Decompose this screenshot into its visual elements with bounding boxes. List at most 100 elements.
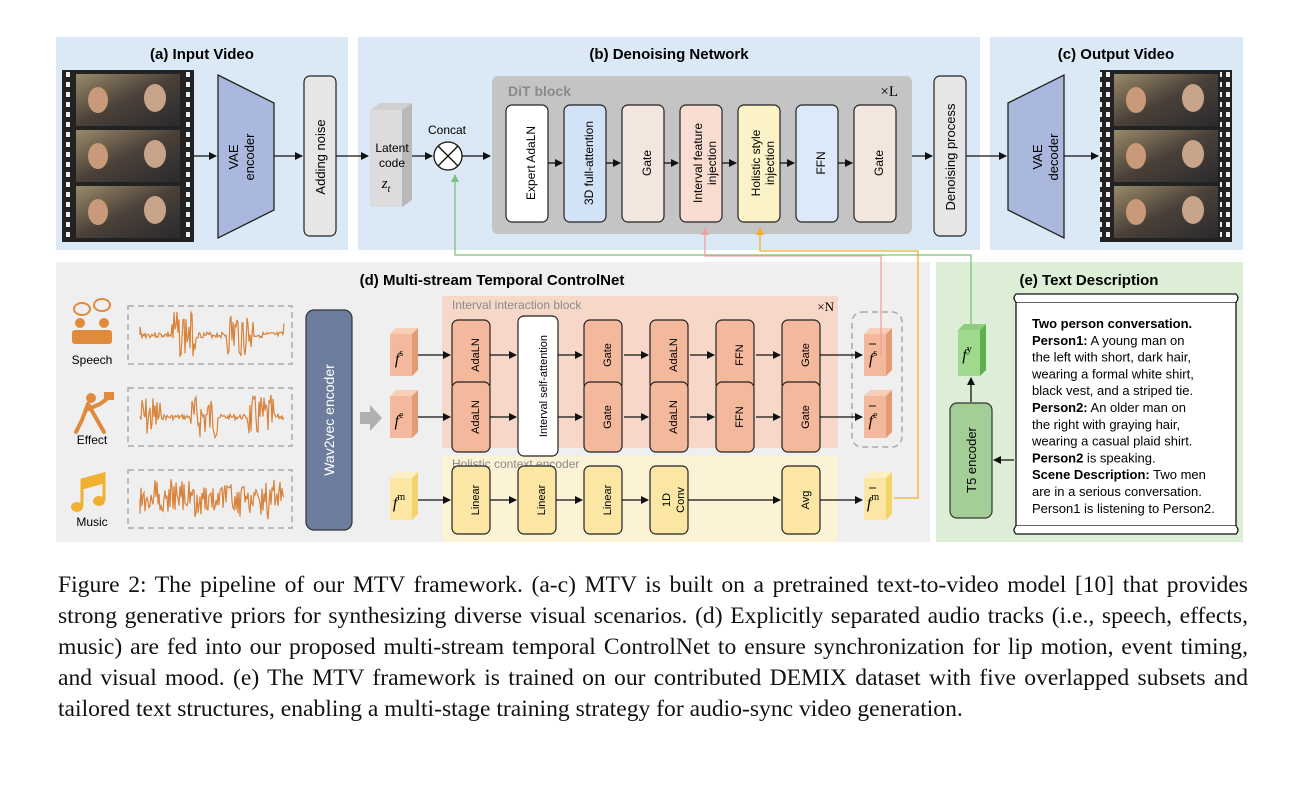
wav2vec-encoder-label: Wav2vec encoder xyxy=(321,364,337,476)
figure-caption: Figure 2: The pipeline of our MTV framew… xyxy=(58,570,1248,725)
description-line: Person2: An older man on xyxy=(1032,400,1186,415)
music-label: Music xyxy=(76,515,107,529)
denoising-process-label: Denoising process xyxy=(943,103,958,210)
effect-waveform xyxy=(139,394,285,440)
interval-interaction-block xyxy=(442,296,838,448)
feature-symbol: f xyxy=(869,351,876,368)
feature-symbol: f xyxy=(395,413,402,430)
speech-output-fs-hat: fs xyxy=(864,328,892,376)
description-line: Person2 is speaking. xyxy=(1032,450,1156,465)
feature-symbol: f xyxy=(962,347,969,364)
text-description-title: (e) Text Description xyxy=(1020,272,1159,289)
feature-superscript: e xyxy=(399,410,404,421)
gate-block-label: Gate xyxy=(800,343,812,367)
interval-feature-injection-block-label: Interval featureinjection xyxy=(691,123,719,203)
description-line: the left with short, dark hair, xyxy=(1032,350,1191,365)
feature-symbol: f xyxy=(395,351,402,368)
holistic-style-injection-block-label: Holistic styleinjection xyxy=(749,129,777,196)
vae-decoder xyxy=(1007,73,1065,240)
music-waveform-box xyxy=(127,469,293,529)
interval-feature-line xyxy=(701,227,882,356)
gate-block-label: Gate xyxy=(800,405,812,429)
ffn-block-label: FFN xyxy=(734,406,746,427)
svg-text:fy: fy xyxy=(962,344,971,364)
ffn-block-label: FFN xyxy=(814,151,828,174)
vae-decoder-label: VAE xyxy=(1030,144,1045,169)
adaln-label: AdaLN xyxy=(470,400,482,434)
adaln-block-label: AdaLN xyxy=(668,338,680,372)
dit-repeat-label: ×L xyxy=(880,84,898,100)
interval-block-title: Interval interaction block xyxy=(452,298,582,312)
effect-feature-fe: fe xyxy=(390,390,418,438)
caption-text: Figure 2: The pipeline of our MTV framew… xyxy=(58,572,1248,722)
output-film-strip xyxy=(1100,70,1232,242)
latent-code-label: code xyxy=(379,156,405,170)
holistic-style-line xyxy=(756,227,919,499)
encoder-output-arrow xyxy=(360,405,382,431)
wav2vec-encoder xyxy=(305,309,353,531)
effect-label: Effect xyxy=(77,433,108,447)
feature-symbol: f xyxy=(393,495,400,512)
vae-encoder-label: encoder xyxy=(242,133,257,181)
concat-icon xyxy=(433,141,463,171)
denoising-network-title: (b) Denoising Network xyxy=(589,46,749,63)
latent-symbol: z xyxy=(381,176,388,192)
svg-text:fe: fe xyxy=(869,410,878,430)
speech-feature-fs: fs xyxy=(390,328,418,376)
adaln-label: AdaLN xyxy=(470,338,482,372)
input-film-strip xyxy=(62,70,194,242)
dit-block-title: DiT block xyxy=(508,83,571,99)
speech-label: Speech xyxy=(72,353,113,367)
description-line: wearing a formal white shirt, xyxy=(1031,366,1194,381)
ffn-block-label: FFN xyxy=(734,344,746,365)
effect-waveform-box xyxy=(127,387,293,447)
svg-text:VAEdecoder: VAEdecoder xyxy=(1030,133,1061,181)
expert-adaln-block-label: Expert AdaLN xyxy=(524,126,538,200)
description-line: black vest, and a striped tie. xyxy=(1032,383,1193,398)
gate-block-label: Gate xyxy=(602,405,614,429)
linear-block-label: Linear xyxy=(536,484,548,515)
concat-label: Concat xyxy=(428,123,467,137)
adaln-block-label: AdaLN xyxy=(668,400,680,434)
feature-superscript: m xyxy=(397,492,405,503)
feature-superscript: m xyxy=(871,492,879,503)
pipeline-diagram: (a) Input Video (b) Denoising Network (c… xyxy=(56,37,1243,542)
controlnet-title: (d) Multi-stream Temporal ControlNet xyxy=(360,272,625,289)
interval-repeat-label: ×N xyxy=(817,299,834,314)
music-feature-fm: fm xyxy=(390,472,418,520)
text-condition-line xyxy=(451,174,972,324)
feature-superscript: s xyxy=(399,348,403,359)
interval-self-attention-block xyxy=(517,315,559,457)
speech-waveform xyxy=(139,309,285,358)
description-line: Person1: A young man on xyxy=(1032,333,1185,348)
svg-text:VAEencoder: VAEencoder xyxy=(226,133,257,181)
latent-code-label: Latent xyxy=(375,141,409,155)
gate-block-label: Gate xyxy=(640,150,654,176)
svg-text:fe: fe xyxy=(395,410,404,430)
effect-icon xyxy=(74,392,114,434)
holistic-context-encoder xyxy=(442,456,838,542)
avg-block-label: Avg xyxy=(800,491,812,510)
interval-self-attention-label: Interval self-attention xyxy=(538,335,550,437)
linear-block-label: Linear xyxy=(470,484,482,515)
adding-noise-label: Adding noise xyxy=(313,119,328,194)
ffn-block xyxy=(715,381,755,453)
svg-text:fs: fs xyxy=(395,348,403,368)
gate-block xyxy=(853,104,897,223)
description-line: wearing a casual plaid shirt. xyxy=(1031,434,1192,449)
gate-block-label: Gate xyxy=(602,343,614,367)
speech-icon xyxy=(72,298,112,344)
svg-text:fs: fs xyxy=(869,348,877,368)
svg-text:zt: zt xyxy=(381,176,391,195)
t5-encoder xyxy=(949,402,993,519)
music-icon xyxy=(71,472,106,512)
svg-text:fm: fm xyxy=(867,492,879,512)
vae-encoder xyxy=(217,73,275,240)
vae-encoder-label: VAE xyxy=(226,144,241,169)
adaln-block xyxy=(649,381,689,453)
svg-text:fm: fm xyxy=(393,492,405,512)
linear-block-label: Linear xyxy=(602,484,614,515)
input-video-title: (a) Input Video xyxy=(150,46,254,63)
description-line: are in a serious conversation. xyxy=(1032,484,1202,499)
